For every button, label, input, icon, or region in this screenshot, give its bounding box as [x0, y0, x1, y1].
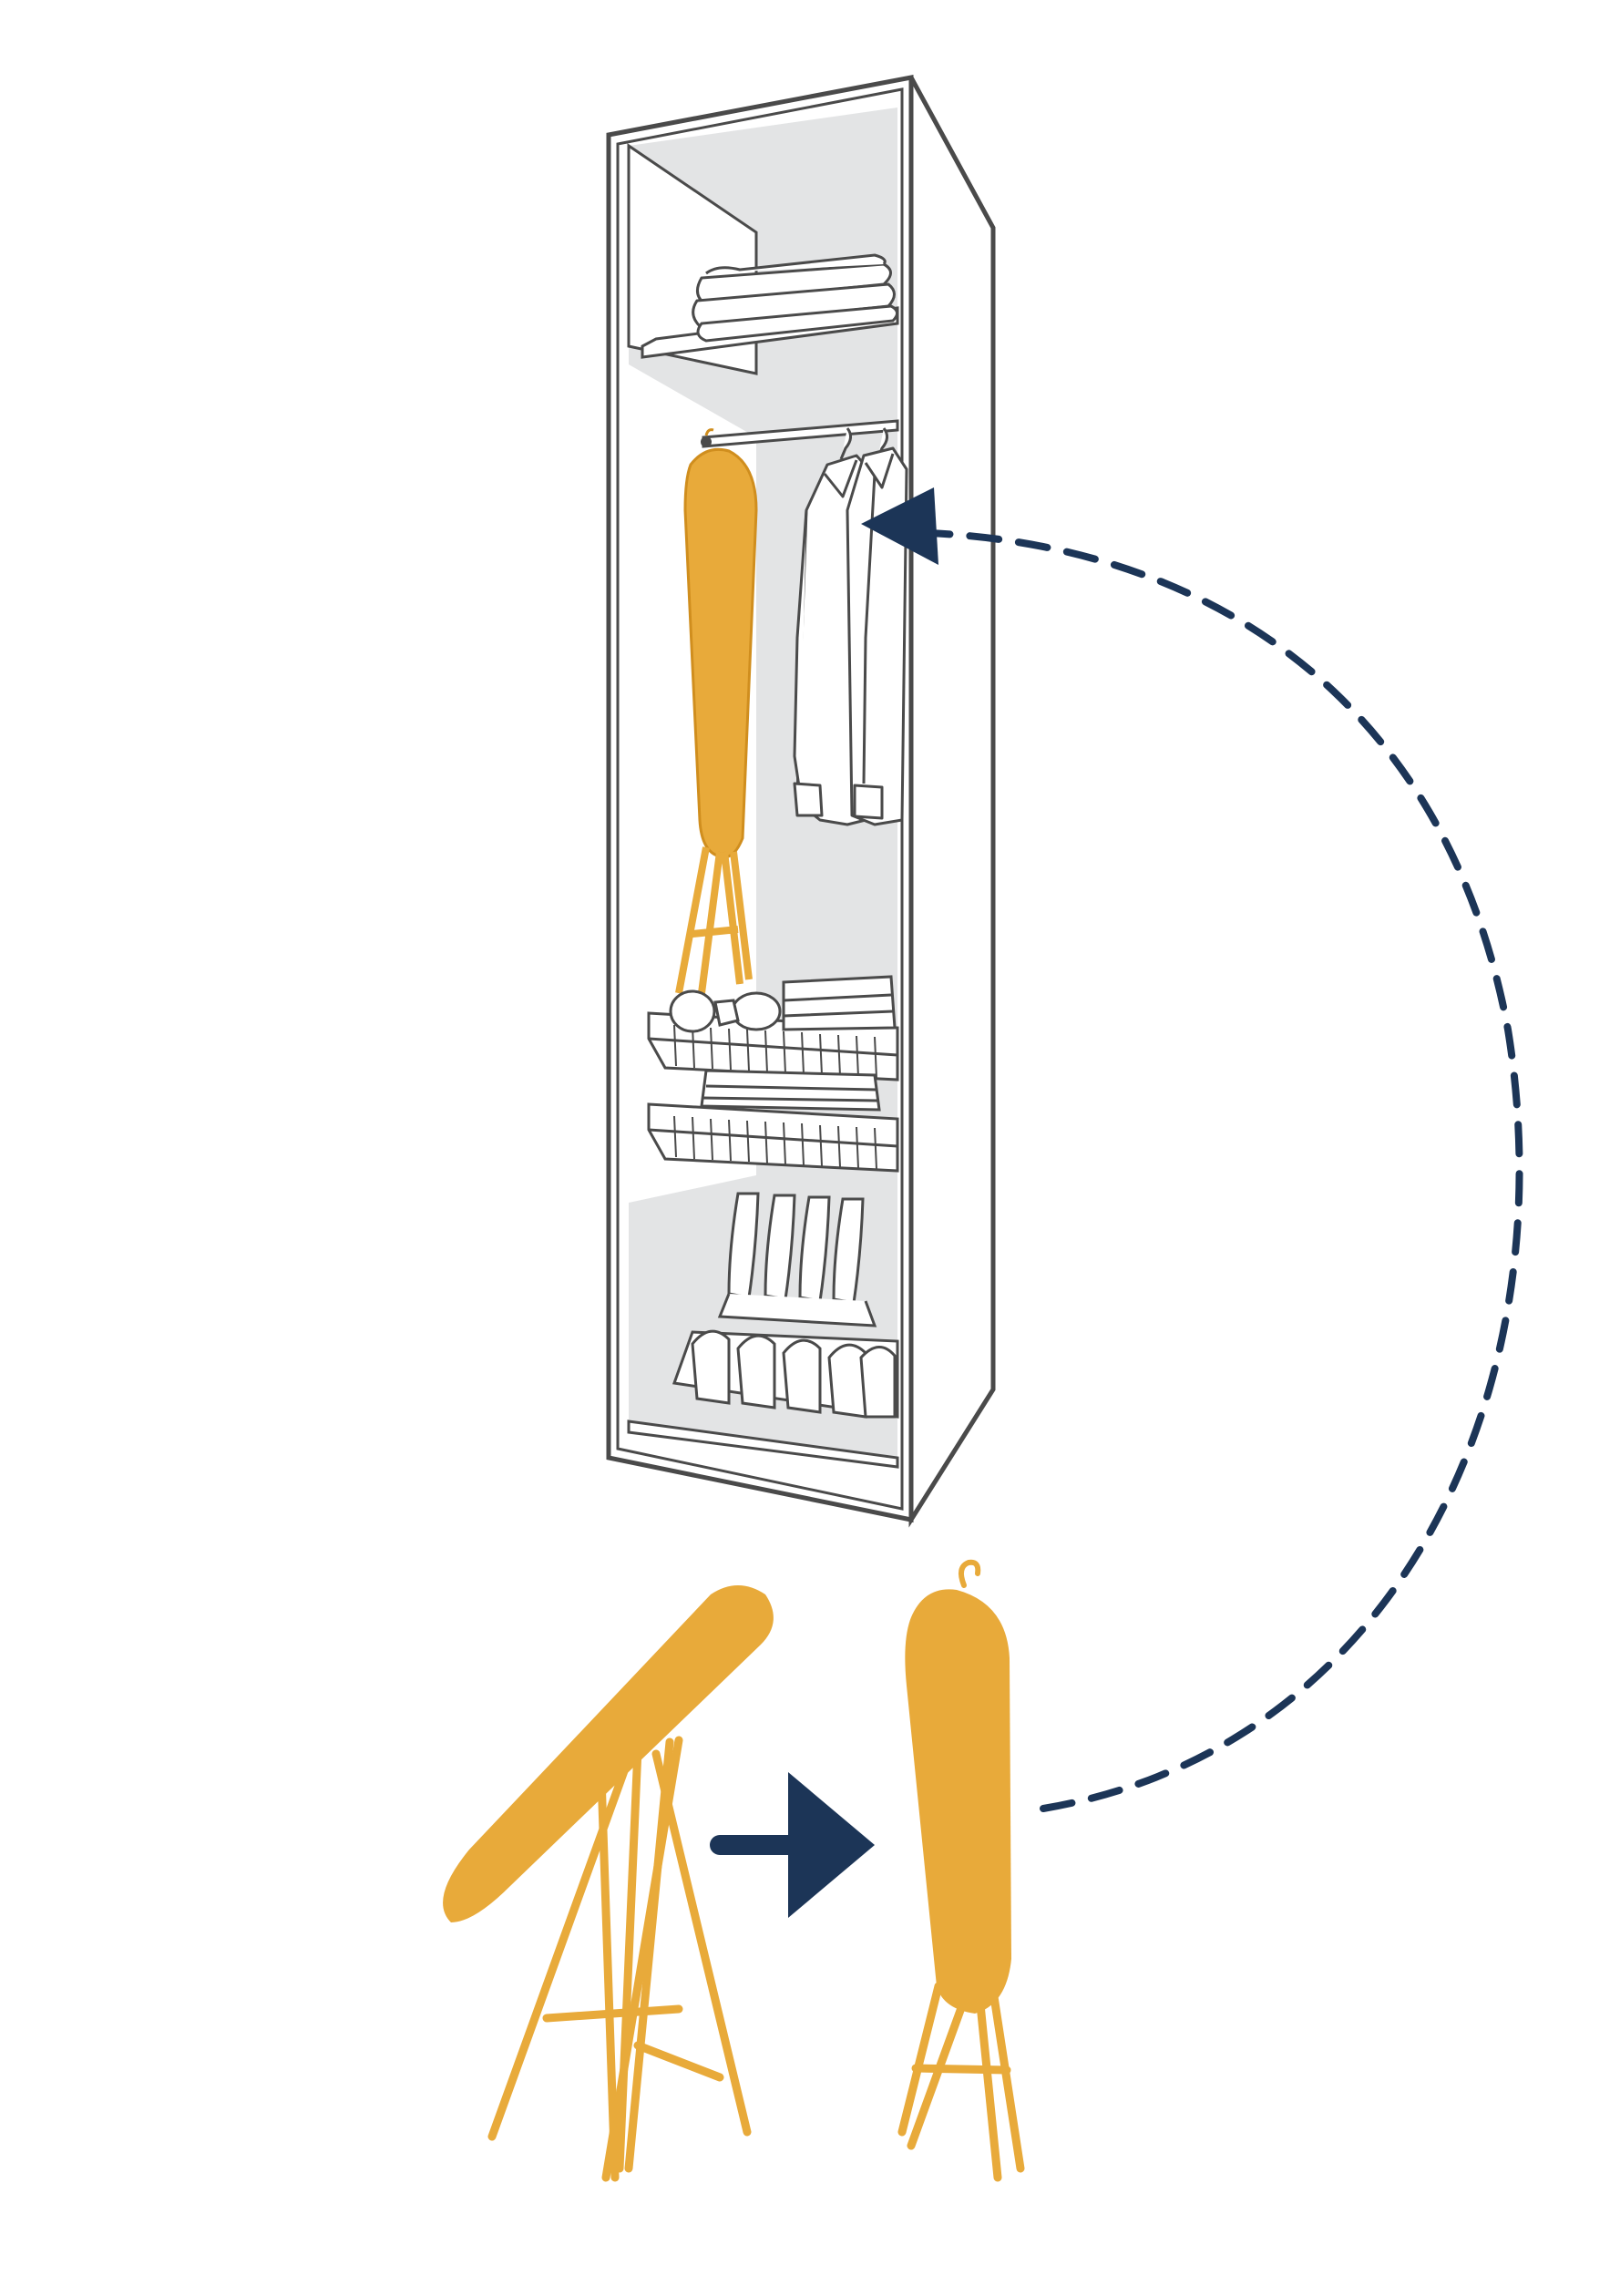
basket-items	[669, 975, 897, 1112]
dashed-curved-arrow-icon	[861, 487, 938, 565]
wardrobe-cabinet	[606, 74, 996, 1528]
ironing-board-stored	[675, 428, 758, 994]
ironing-board-folded-icon	[905, 1589, 1011, 2014]
fold-arrow	[710, 1772, 875, 1918]
shoe-rack	[672, 1192, 899, 1419]
ironing-board-open	[443, 1585, 774, 2182]
ironing-board-folded	[897, 1559, 1025, 2182]
folded-towels	[692, 253, 898, 343]
ironing-board-open-icon	[443, 1585, 774, 1922]
wire-baskets	[647, 1011, 899, 1173]
arrow-right-icon	[788, 1772, 875, 1918]
store-arrow	[861, 487, 1523, 1812]
hanging-shirts	[793, 427, 908, 826]
hanging-rod	[701, 419, 899, 448]
